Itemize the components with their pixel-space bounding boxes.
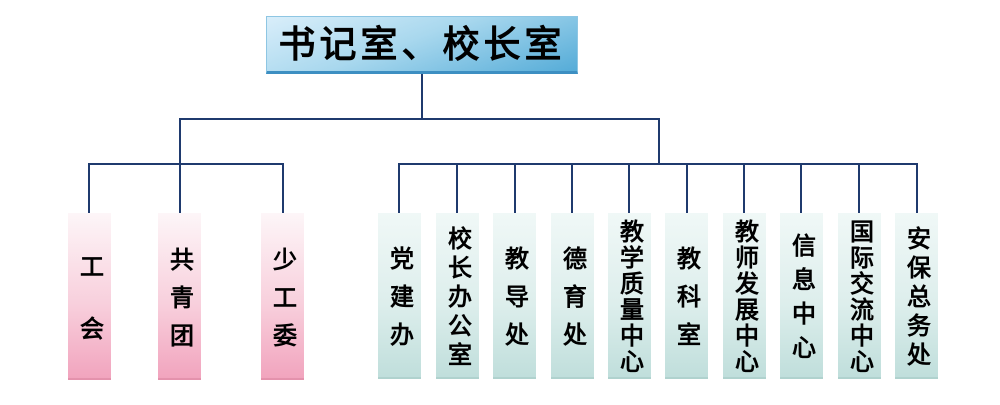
org-node-security-general-affairs: 安保总务处: [895, 213, 938, 379]
org-node-information-center: 信息中心: [780, 213, 823, 379]
org-node-party-building-office: 党建办: [378, 213, 421, 379]
connector-left-3: [282, 163, 284, 213]
org-node-youth-league: 共青团: [158, 213, 201, 380]
connector-right-2: [456, 163, 458, 213]
org-node-label: 少工委: [268, 246, 297, 361]
org-node-label: 教导处: [500, 246, 529, 360]
org-node-label: 教师发展中心: [730, 219, 759, 375]
connector-right-3: [514, 163, 516, 213]
org-node-young-pioneers: 少工委: [261, 213, 304, 380]
connector-left-drop: [179, 118, 181, 164]
connector-right-drop: [658, 118, 660, 164]
org-node-research-office: 教科室: [665, 213, 708, 379]
org-node-label: 安保总务处: [902, 226, 931, 371]
org-node-label: 校长办公室: [443, 226, 472, 371]
root-node-label: 书记室、校长室: [278, 22, 566, 66]
root-node: 书记室、校长室: [266, 16, 578, 74]
org-node-teacher-development-center: 教师发展中心: [723, 213, 766, 379]
org-node-academic-affairs: 教导处: [493, 213, 536, 379]
connector-right-4: [571, 163, 573, 213]
org-node-label: 工会: [75, 253, 104, 378]
connector-root-drop: [421, 74, 423, 119]
org-node-principal-office: 校长办公室: [436, 213, 479, 379]
connector-right-1: [398, 163, 400, 213]
org-node-teaching-quality-center: 教学质量中心: [608, 213, 651, 379]
connector-main-horizontal: [179, 118, 660, 120]
org-node-label: 教科室: [672, 246, 701, 360]
org-node-label: 教学质量中心: [615, 219, 644, 375]
org-node-label: 共青团: [165, 246, 194, 361]
connector-right-10: [916, 163, 918, 213]
org-node-labor-union: 工会: [68, 213, 111, 380]
org-node-label: 德育处: [558, 246, 587, 360]
connector-right-7: [743, 163, 745, 213]
connector-left-horizontal: [88, 163, 284, 165]
connector-right-8: [800, 163, 802, 213]
connector-right-horizontal: [398, 163, 918, 165]
connector-left-2: [179, 163, 181, 213]
org-node-label: 党建办: [385, 246, 414, 360]
connector-right-5: [628, 163, 630, 213]
org-node-international-exchange-center: 国际交流中心: [838, 213, 881, 379]
connector-right-6: [686, 163, 688, 213]
connector-left-1: [88, 163, 90, 213]
connector-right-9: [858, 163, 860, 213]
org-node-label: 信息中心: [787, 233, 816, 369]
org-node-moral-education: 德育处: [551, 213, 594, 379]
org-node-label: 国际交流中心: [845, 219, 874, 375]
